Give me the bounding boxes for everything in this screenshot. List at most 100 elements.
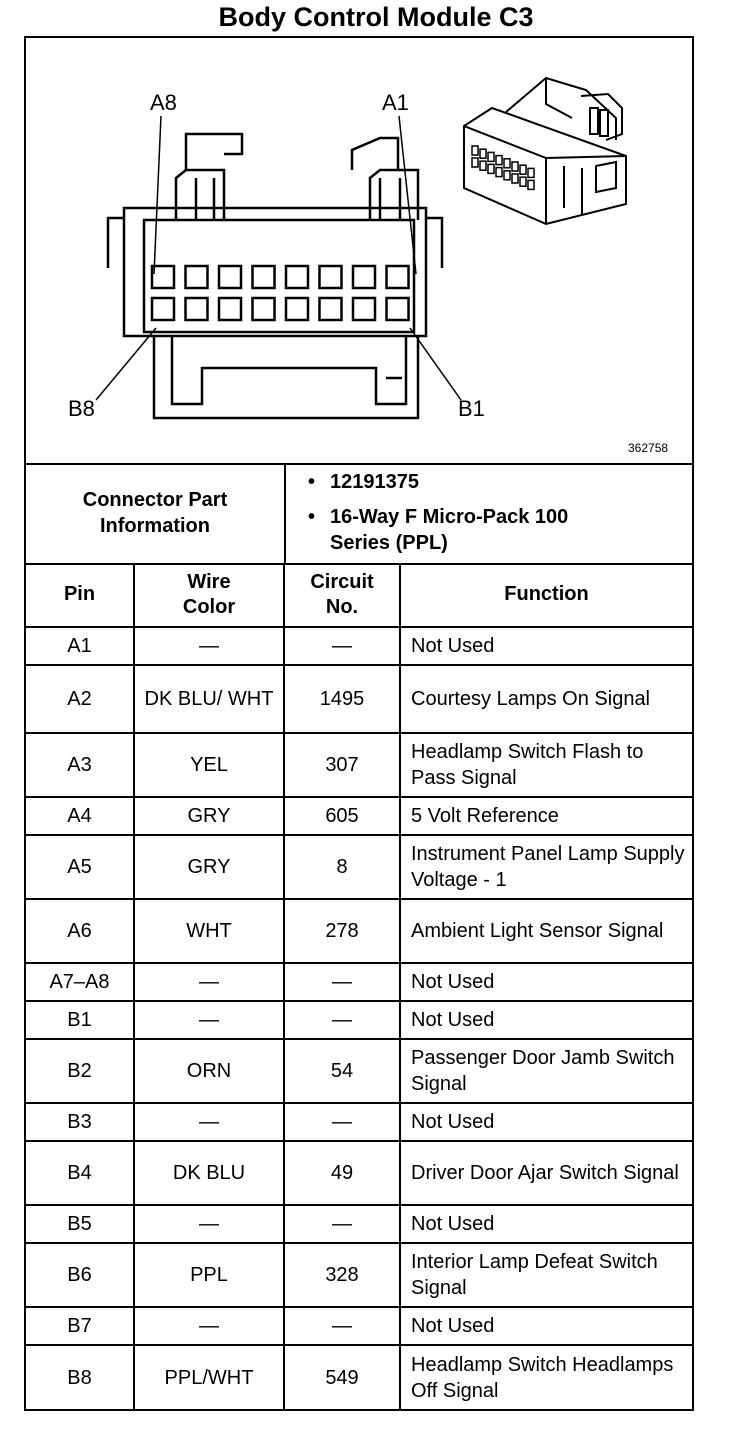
- function-cell: Courtesy Lamps On Signal: [399, 664, 692, 734]
- label-b8: B8: [68, 396, 95, 421]
- iso-pin-cavities: [471, 145, 535, 191]
- pin-cell: B8: [26, 1344, 135, 1409]
- header-function: Function: [399, 563, 692, 628]
- wire-color-cell: —: [133, 1102, 285, 1142]
- wire-color-cell: YEL: [133, 732, 285, 798]
- pin-cavity: [351, 264, 377, 290]
- pin-cell: A3: [26, 732, 135, 798]
- wire-color-cell: —: [133, 1204, 285, 1244]
- iso-pin-cavity: [479, 148, 487, 159]
- connector-sheet: A8 A1 B8 B1 362758 Conn: [24, 36, 694, 1411]
- connector-inner-housing: [142, 218, 416, 334]
- leader-b8: [95, 327, 157, 401]
- circuit-cell: 54: [283, 1038, 401, 1104]
- pin-cell: A6: [26, 898, 135, 964]
- leader-a1: [398, 115, 417, 275]
- header-pin: Pin: [26, 563, 135, 628]
- pin-cell: B6: [26, 1242, 135, 1308]
- circuit-cell: —: [283, 1306, 401, 1346]
- iso-pin-cavity: [503, 158, 511, 169]
- pin-cell: B4: [26, 1140, 135, 1206]
- pin-cavity: [385, 296, 410, 322]
- connector-face: [106, 132, 444, 420]
- pin-cavity: [150, 264, 176, 290]
- header-circuit-no: Circuit No.: [283, 563, 401, 628]
- table-row: B7——Not Used: [26, 1306, 692, 1346]
- circuit-cell: 307: [283, 732, 401, 798]
- iso-pin-cavity: [519, 176, 527, 187]
- pin-cavity: [217, 296, 243, 322]
- table-row: B5——Not Used: [26, 1204, 692, 1244]
- wire-color-cell: —: [133, 1000, 285, 1040]
- page-title: Body Control Module C3: [218, 2, 534, 32]
- iso-pin-cavity: [527, 167, 535, 179]
- connector-diagram: A8 A1 B8 B1 362758: [26, 38, 692, 465]
- function-cell: Passenger Door Jamb Switch Signal: [399, 1038, 692, 1104]
- pin-cavity: [184, 264, 209, 290]
- table-row: B1——Not Used: [26, 1000, 692, 1040]
- pin-cavity: [318, 296, 343, 322]
- circuit-cell: —: [283, 1102, 401, 1142]
- pin-cavity: [217, 264, 243, 290]
- left-latch: [174, 168, 226, 220]
- figure-reference-number: 362758: [628, 441, 668, 455]
- circuit-cell: —: [283, 1204, 401, 1244]
- function-cell: Driver Door Ajar Switch Signal: [399, 1140, 692, 1206]
- wire-color-cell: PPL: [133, 1242, 285, 1308]
- iso-pin-cavity: [471, 157, 479, 168]
- pin-cell: A4: [26, 796, 135, 836]
- iso-pin-cavity: [495, 154, 503, 166]
- wire-color-cell: —: [133, 962, 285, 1002]
- function-cell: Not Used: [399, 962, 692, 1002]
- connector-drawing: A8 A1 B8 B1 362758: [68, 76, 668, 455]
- circuit-cell: 328: [283, 1242, 401, 1308]
- pin-cavity: [351, 296, 377, 322]
- iso-pin-cavity: [519, 164, 527, 175]
- wire-color-cell: DK BLU: [133, 1140, 285, 1206]
- circuit-cell: 49: [283, 1140, 401, 1206]
- pin-cavity: [184, 296, 209, 322]
- iso-pin-cavity: [511, 173, 519, 184]
- wire-color-cell: —: [133, 626, 285, 666]
- connector-right-step: [426, 216, 444, 268]
- connector-housing: [122, 206, 428, 338]
- iso-pin-cavity: [487, 163, 495, 175]
- leader-b1: [409, 327, 462, 401]
- pin-cavity: [318, 264, 343, 290]
- iso-body: [463, 106, 627, 226]
- label-a1: A1: [382, 90, 409, 115]
- right-latch-tab: [350, 136, 400, 170]
- label-b1: B1: [458, 396, 485, 421]
- function-cell: Not Used: [399, 1306, 692, 1346]
- wire-color-cell: WHT: [133, 898, 285, 964]
- function-cell: Not Used: [399, 1102, 692, 1142]
- connector-left-step: [106, 216, 124, 268]
- leader-a8: [153, 115, 162, 275]
- circuit-cell: 605: [283, 796, 401, 836]
- table-row: A1——Not Used: [26, 626, 692, 666]
- pin-cavity: [284, 264, 310, 290]
- circuit-cell: 8: [283, 834, 401, 900]
- part-info-item: 16-Way F Micro-Pack 100 Series (PPL): [306, 504, 590, 556]
- function-cell: 5 Volt Reference: [399, 796, 692, 836]
- function-cell: Instrument Panel Lamp Supply Voltage - 1: [399, 834, 692, 900]
- pin-cell: B7: [26, 1306, 135, 1346]
- function-cell: Ambient Light Sensor Signal: [399, 898, 692, 964]
- iso-pin-cavity: [511, 161, 519, 172]
- table-row: B3——Not Used: [26, 1102, 692, 1142]
- left-latch-tab: [184, 132, 244, 170]
- wire-color-cell: PPL/WHT: [133, 1344, 285, 1409]
- iso-pin-cavity: [487, 151, 495, 163]
- pin-cavity: [251, 296, 276, 322]
- circuit-cell: 549: [283, 1344, 401, 1409]
- pin-cell: A7–A8: [26, 962, 135, 1002]
- connector-bottom-skirt: [152, 336, 420, 420]
- connector-part-information: Connector Part Information 12191375 16-W…: [26, 463, 692, 565]
- function-cell: Headlamp Switch Flash to Pass Signal: [399, 732, 692, 798]
- part-info-list: 12191375 16-Way F Micro-Pack 100 Series …: [306, 469, 590, 565]
- iso-pin-cavity: [495, 166, 503, 178]
